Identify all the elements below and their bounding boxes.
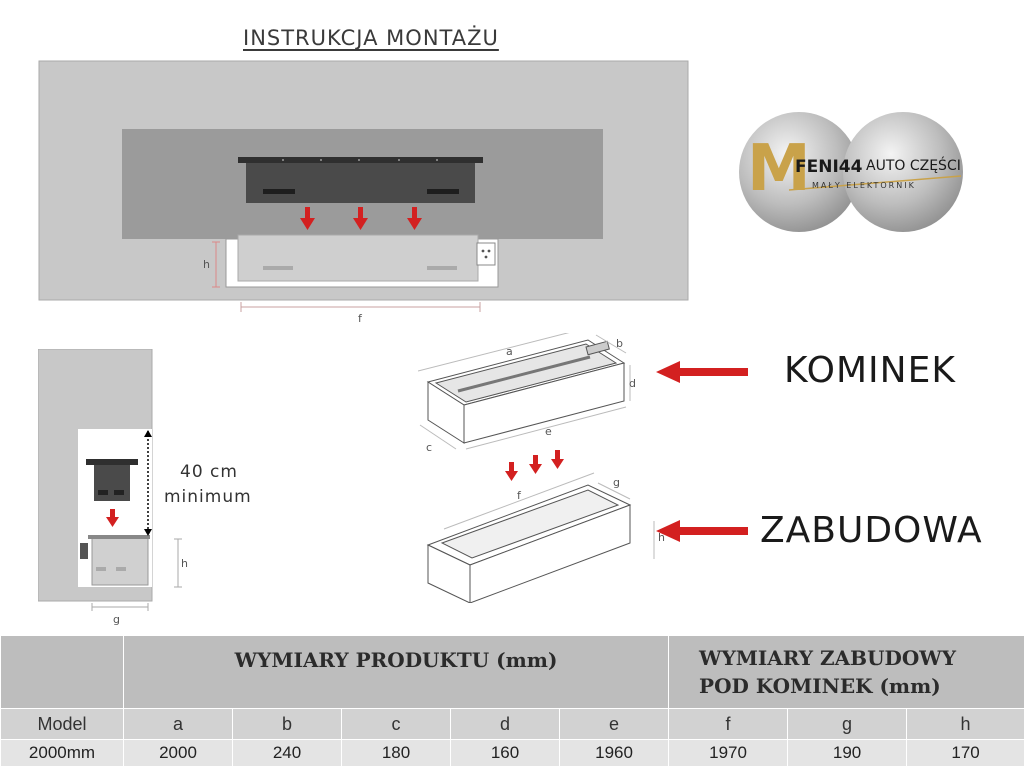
label-b: b	[616, 337, 623, 350]
cell-h: 170	[906, 739, 1024, 767]
label-a: a	[506, 345, 513, 358]
label-e: e	[545, 425, 552, 438]
cell-a: 2000	[123, 739, 233, 767]
iso-svg	[418, 333, 655, 603]
side-section-diagram: 40 cm minimum h g	[38, 349, 268, 629]
cell-g: 190	[787, 739, 908, 767]
fireplace-top-plate	[238, 157, 483, 163]
label-f: f	[517, 489, 521, 502]
col-d: d	[450, 708, 560, 740]
cell-d: 160	[450, 739, 560, 767]
col-b: b	[232, 708, 342, 740]
top-install-diagram: h f	[38, 60, 689, 325]
top-diagram-svg	[38, 60, 689, 312]
label-h-side: h	[181, 557, 188, 570]
zabudowa-label: ZABUDOWA	[760, 510, 983, 551]
label-g: g	[613, 476, 620, 489]
col-g: g	[787, 708, 908, 740]
logo-brand: FENI44	[795, 157, 863, 177]
iso-down-arrows	[505, 450, 564, 481]
arrow-zabudowa	[656, 520, 748, 542]
label-h-top: h	[203, 258, 210, 271]
fireplace-in-box	[237, 234, 479, 282]
down-arrows	[300, 207, 422, 230]
col-model: Model	[0, 708, 124, 740]
label-c: c	[426, 441, 433, 454]
label-f-top: f	[358, 312, 362, 325]
brand-logo: M FENI44 AUTO CZĘŚCI MAŁY ELEKTORNIK	[737, 110, 965, 234]
dimensions-table: WYMIARY PRODUKTU (mm) WYMIARY ZABUDOWY P…	[0, 635, 1024, 767]
header-build-dims: WYMIARY ZABUDOWY POD KOMINEK (mm)	[668, 635, 1024, 709]
cell-e: 1960	[558, 739, 670, 767]
col-c: c	[341, 708, 451, 740]
col-h: h	[906, 708, 1024, 740]
header-build-line2: POD KOMINEK (mm)	[699, 674, 941, 698]
cell-f: 1970	[668, 739, 789, 767]
cell-c: 180	[341, 739, 451, 767]
label-g-side: g	[113, 613, 120, 626]
logo-letter: M	[747, 132, 811, 206]
side-diagram-svg	[38, 349, 182, 611]
fireplace-body	[246, 163, 475, 203]
vent-left	[263, 189, 295, 194]
logo-subtitle: MAŁY ELEKTORNIK	[812, 181, 916, 190]
kominek-label: KOMINEK	[784, 350, 956, 391]
page-title: INSTRUKCJA MONTAŻU	[243, 26, 499, 50]
column-header-row: Model a b c d e f g h	[0, 708, 1024, 740]
header-product-dims: WYMIARY PRODUKTU (mm)	[122, 635, 670, 709]
cell-b: 240	[232, 739, 342, 767]
logo-graphic	[739, 112, 963, 232]
col-e: e	[558, 708, 670, 740]
table-row: 2000mm 2000 240 180 160 1960 1970 190 17…	[0, 739, 1024, 767]
label-d: d	[629, 377, 636, 390]
isometric-diagram: a b c d e f g h	[418, 333, 668, 603]
vent-right	[427, 189, 459, 194]
col-f: f	[668, 708, 789, 740]
distance-label: 40 cm	[180, 462, 238, 482]
header-empty	[0, 635, 124, 709]
cell-model: 2000mm	[0, 739, 124, 767]
header-build-line1: WYMIARY ZABUDOWY	[699, 646, 957, 670]
col-a: a	[123, 708, 233, 740]
logo-tag: AUTO CZĘŚCI	[866, 158, 961, 174]
distance-note: minimum	[164, 487, 252, 507]
arrow-kominek	[656, 361, 748, 383]
header-product-text: WYMIARY PRODUKTU (mm)	[234, 648, 558, 672]
socket	[476, 242, 496, 266]
label-h-iso: h	[658, 531, 665, 544]
